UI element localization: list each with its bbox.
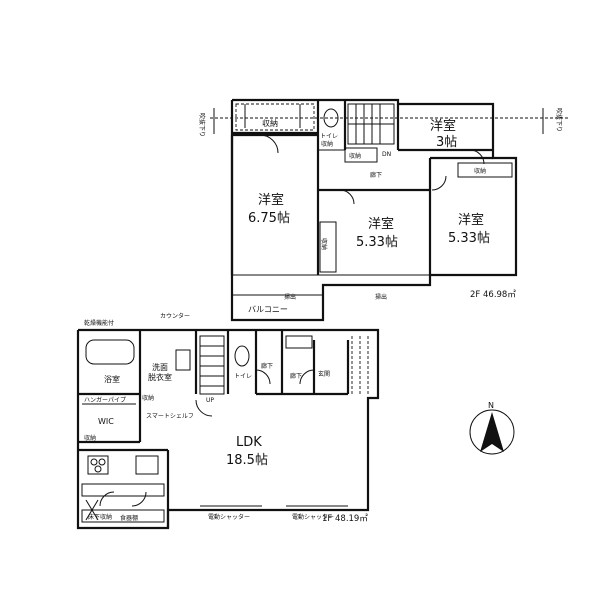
storage-top-label: 収納 <box>262 118 278 128</box>
western-c-name: 洋室 <box>458 212 484 228</box>
kitchen-storage-label: 食器棚 <box>120 514 138 522</box>
western-b-name: 洋室 <box>368 216 394 232</box>
hallway-2f-label: 廊下 <box>370 171 382 179</box>
balcony-label: バルコニー <box>248 305 288 314</box>
north-arrow-icon <box>480 412 504 452</box>
hallway-1f-a-label: 廊下 <box>261 362 273 370</box>
washroom-label-1: 洗面 <box>152 362 168 372</box>
shutter-a-label: 電動シャッター <box>208 513 250 521</box>
storage-vert-label: 収納 <box>320 238 328 250</box>
western-d-name: 洋室 <box>430 118 456 134</box>
sink-icon <box>135 455 159 475</box>
hallway-1f-b-label: 廊下 <box>290 372 302 380</box>
compass: N <box>469 401 515 455</box>
stove-icon <box>87 455 109 475</box>
toilet-2f-label: トイレ <box>320 133 338 140</box>
pantry-label: 床下収納 <box>88 513 112 521</box>
western-a-size: 6.75帖 <box>248 211 290 226</box>
shelf-bar-label: ハンガーパイプ <box>84 396 126 404</box>
western-c-size: 5.33帖 <box>448 231 490 246</box>
toilet-1f-icon <box>234 345 250 367</box>
second-floor <box>210 98 570 322</box>
marker-left: 吹抜下り <box>198 113 206 137</box>
ldk-size: 18.5帖 <box>226 453 268 468</box>
storage-right-label: 収納 <box>474 167 486 175</box>
counter-label: カウンター <box>160 312 190 320</box>
north-label: N <box>488 401 494 410</box>
window-a-label: 掃出 <box>284 293 296 301</box>
first-floor-outer-wall <box>76 328 380 530</box>
toilet-storage-label: 収納 <box>321 140 333 148</box>
washroom-label-2: 脱衣室 <box>148 372 172 382</box>
stairs-dn-label: DN <box>382 151 391 158</box>
stairs-up-label: UP <box>206 397 214 404</box>
storage-small-label: 収納 <box>349 152 361 160</box>
western-b-size: 5.33帖 <box>356 235 398 250</box>
window-b-label: 掃出 <box>375 293 387 301</box>
first-floor <box>76 328 380 530</box>
smart-shelf-label: スマートシェルフ <box>146 413 194 420</box>
floor1-area: 1F 48.19㎡ <box>322 514 368 524</box>
western-d-size: 3帖 <box>436 135 457 150</box>
dryer-label: 乾燥機能付 <box>84 319 114 327</box>
ldk-name: LDK <box>236 435 262 450</box>
washbasin-icon <box>175 349 191 371</box>
shutter-b-label: 電動シャッター <box>292 513 334 521</box>
storage-a-label: 収納 <box>142 394 154 402</box>
floor2-area: 2F 46.98㎡ <box>470 290 516 300</box>
bathtub-icon <box>85 339 135 365</box>
bath-label: 浴室 <box>104 374 120 384</box>
marker-right: 吹抜下り <box>555 108 563 132</box>
storage-b-label: 収納 <box>84 434 96 442</box>
toilet-1f-label: トイレ <box>234 373 252 380</box>
wic-label: WIC <box>98 417 114 426</box>
western-a-name: 洋室 <box>258 192 284 208</box>
entrance-label: 玄関 <box>318 370 330 378</box>
